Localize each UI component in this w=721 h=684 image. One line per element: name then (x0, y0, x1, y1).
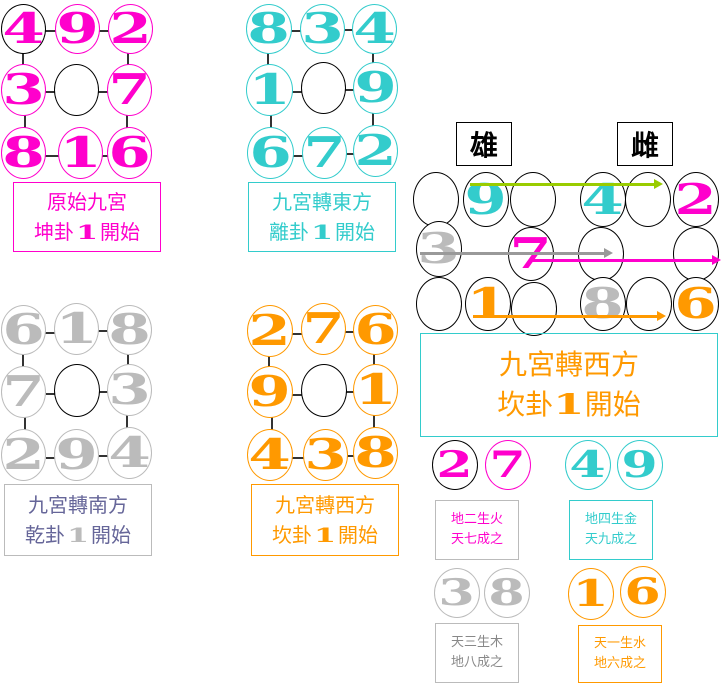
header-male: 雄 (456, 122, 512, 166)
caption-south: 九宮轉南方 乾卦1開始 (4, 484, 152, 556)
pair-line2: 地六成之 (593, 656, 646, 671)
cell-1: 2 (247, 305, 293, 357)
arrow-gray (420, 248, 613, 258)
grid-west: 2 7 6 9 1 4 3 8 九宮轉西方 坎卦1開始 (242, 300, 402, 560)
cell-4: 7 (1, 366, 46, 418)
arrow-green (470, 179, 663, 189)
cell-9: 2 (353, 125, 398, 177)
cell-8: 9 (54, 429, 99, 481)
pair-line2: 天九成之 (584, 532, 637, 547)
caption-right-west: 九宮轉西方 坎卦1開始 (420, 333, 718, 437)
pair-circle-1: 3 (434, 568, 480, 618)
cell-6: 9 (353, 62, 398, 114)
pair-line1: 地二生火 (450, 512, 503, 527)
cell-3: 6 (353, 305, 398, 355)
header-female: 雌 (617, 122, 673, 166)
caption-line2: 坎卦1開始 (497, 388, 641, 421)
cell-7: 4 (247, 429, 293, 481)
cell-3: 4 (352, 4, 397, 54)
pair-caption: 地四生金 天九成之 (569, 500, 653, 560)
r2-c1: 3 (416, 221, 462, 277)
r3-c5 (626, 277, 672, 331)
caption-line2: 乾卦1開始 (25, 523, 131, 547)
cell-1: 8 (246, 4, 292, 54)
cell-center (301, 62, 346, 114)
cell-9: 4 (107, 427, 152, 479)
grid-east: 8 3 4 1 9 6 7 2 九宮轉東方 離卦1開始 (242, 0, 402, 260)
r3-c2: 1 (465, 277, 511, 331)
pair-circle-1: 4 (565, 440, 611, 490)
pair-line1: 天一生水 (593, 636, 646, 651)
caption-line2: 離卦1開始 (269, 220, 375, 244)
cell-7: 6 (247, 127, 294, 179)
cell-9: 6 (107, 127, 152, 179)
cell-6: 3 (107, 364, 152, 416)
pair-line2: 地八成之 (450, 655, 503, 670)
r1-c5 (625, 172, 671, 227)
cell-center (301, 364, 347, 417)
pair-line1: 地四生金 (584, 512, 637, 527)
cell-8: 7 (302, 127, 347, 179)
cell-6: 1 (353, 364, 398, 416)
r1-c3 (510, 172, 556, 227)
grid-south: 6 1 8 7 3 2 9 4 九宮轉南方 乾卦1開始 (0, 300, 160, 560)
caption-line2: 坤卦1開始 (34, 220, 140, 244)
caption-line1: 九宮轉西方 (498, 348, 639, 381)
caption-original: 原始九宮 坤卦1開始 (13, 182, 161, 252)
cell-2: 3 (300, 4, 345, 54)
r1-c4: 4 (580, 172, 626, 227)
pair-circle-2: 6 (620, 566, 666, 618)
cell-8: 3 (303, 429, 348, 481)
cell-4: 3 (1, 64, 46, 116)
r1-c1 (413, 172, 459, 227)
cell-3: 8 (107, 305, 152, 355)
arrow-orange (473, 311, 666, 321)
cell-2: 1 (54, 303, 99, 355)
caption-east: 九宮轉東方 離卦1開始 (248, 182, 396, 252)
pair-caption: 天一生水 地六成之 (578, 625, 662, 683)
cell-9: 8 (353, 427, 398, 479)
pair-circle-2: 9 (617, 440, 663, 490)
r3-c1 (416, 277, 462, 331)
caption-line1: 原始九宮 (47, 190, 127, 214)
cell-2: 7 (301, 303, 346, 355)
caption-line2: 坎卦1開始 (272, 523, 378, 547)
grid-original: 4 9 2 3 7 8 1 6 原始九宮 坤卦1開始 (0, 0, 161, 260)
cell-3: 2 (108, 4, 153, 54)
cell-2: 9 (55, 4, 100, 54)
r1-c6: 2 (673, 172, 719, 227)
pair-caption: 地二生火 天七成之 (435, 500, 519, 560)
r3-c6: 6 (673, 277, 719, 331)
cell-7: 8 (1, 127, 46, 179)
r3-c4: 8 (580, 277, 626, 331)
cell-4: 1 (246, 64, 293, 116)
arrow-magenta (532, 255, 721, 265)
r3-c3 (511, 282, 557, 336)
cell-center (54, 364, 100, 417)
cell-8: 1 (58, 127, 103, 179)
pair-circle-2: 8 (484, 568, 530, 618)
cell-center (54, 64, 99, 116)
caption-line1: 九宮轉西方 (275, 493, 375, 517)
caption-line1: 九宮轉南方 (28, 493, 128, 517)
pair-circle-1: 2 (432, 440, 478, 490)
pair-line1: 天三生木 (450, 635, 503, 650)
pair-line2: 天七成之 (450, 532, 503, 547)
r2-c4 (673, 227, 719, 281)
cell-4: 9 (247, 366, 293, 418)
cell-6: 7 (107, 64, 152, 116)
caption-west: 九宮轉西方 坎卦1開始 (251, 484, 399, 556)
caption-line1: 九宮轉東方 (272, 190, 372, 214)
cell-1: 4 (1, 4, 46, 54)
pair-circle-1: 1 (568, 568, 614, 620)
pair-circle-2: 7 (485, 440, 531, 490)
cell-1: 6 (1, 305, 46, 355)
pair-caption: 天三生木 地八成之 (435, 623, 519, 683)
r1-c2: 9 (463, 172, 509, 227)
cell-7: 2 (1, 429, 46, 481)
